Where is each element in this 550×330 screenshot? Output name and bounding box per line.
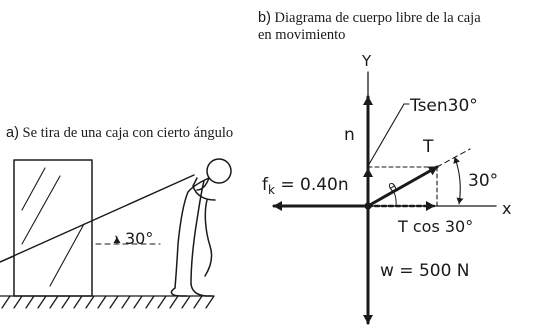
caption-a-letter: a) xyxy=(6,125,19,141)
tension-vertical-label: Tsen30° xyxy=(409,96,478,116)
caption-a-text: Se tira de una caja con cierto ángulo xyxy=(22,125,234,141)
figure-b xyxy=(272,71,497,325)
theta-arc xyxy=(393,191,397,207)
tsen-leader-line xyxy=(367,103,405,167)
ground-hatch xyxy=(0,295,215,309)
friction-subscript: k xyxy=(268,183,275,197)
x-axis-label: x xyxy=(502,199,511,218)
friction-symbol: f xyxy=(262,175,269,195)
angle-label-b: 30° xyxy=(468,171,498,191)
figure-b-labels: Y x n T Tsen30° T cos 30° 30° θ fk = 0.4… xyxy=(262,52,511,281)
tension-arrow xyxy=(366,165,439,208)
tension-extension xyxy=(436,148,471,168)
person xyxy=(170,158,232,297)
weight-label: w = 500 N xyxy=(380,261,470,281)
figure-a xyxy=(0,158,232,309)
caption-a: a) Se tira de una caja con cierto ángulo xyxy=(6,125,233,142)
caption-b: b) Diagrama de cuerpo libre de la caja xyxy=(258,10,481,27)
caption-b-text: Diagrama de cuerpo libre de la caja xyxy=(274,10,481,26)
friction-value: = 0.40n xyxy=(275,175,349,195)
normal-force-label: n xyxy=(344,125,355,145)
body-point xyxy=(364,202,372,210)
angle-label-a: 30° xyxy=(125,229,153,248)
crate xyxy=(13,159,93,297)
y-axis-label: Y xyxy=(361,52,372,70)
friction-label: fk = 0.40n xyxy=(262,175,349,197)
tension-horizontal-label: T cos 30° xyxy=(397,217,473,236)
caption-b-line2: en movimiento xyxy=(258,27,346,43)
pull-rope xyxy=(0,174,195,263)
angle-arc-b xyxy=(453,157,464,205)
tension-label: T xyxy=(422,137,434,157)
caption-b-letter: b) xyxy=(258,10,271,26)
